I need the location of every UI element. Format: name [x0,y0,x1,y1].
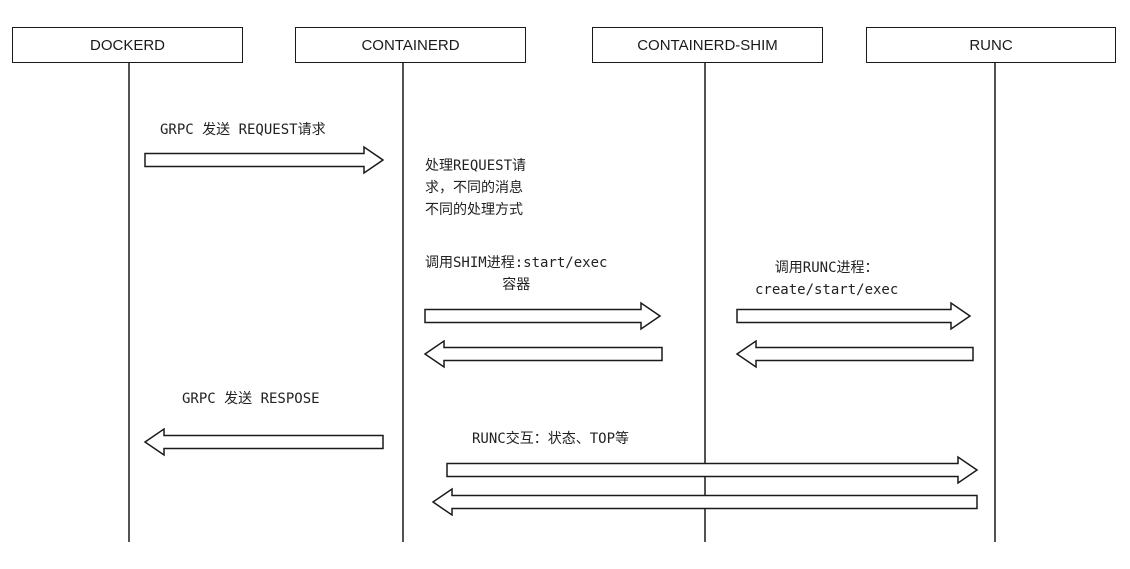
arrow-containerd-to-containerd-shim [424,301,662,331]
message-call-shim: 调用SHIM进程:start/exec 容器 [425,255,608,293]
participant-containerd-shim: CONTAINERD-SHIM [592,27,823,63]
arrow-containerd-shim-to-runc [736,301,972,331]
arrow-containerd-shim-to-containerd [423,339,663,369]
participant-containerd: CONTAINERD [295,27,526,63]
message-runc-interaction: RUNC交互：状态、TOP等 [472,431,630,447]
arrow-runc-to-containerd [431,487,978,517]
arrow-containerd-to-runc [446,455,979,485]
participant-dockerd: DOCKERD [12,27,243,63]
message-handle-request: 处理REQUEST请 求，不同的消息 不同的处理方式 [425,158,527,218]
arrow-runc-to-containerd-shim [735,339,974,369]
arrow-containerd-to-dockerd [143,427,384,457]
message-grpc-request: GRPC 发送 REQUEST请求 [160,122,326,138]
participant-runc: RUNC [866,27,1116,63]
message-grpc-response: GRPC 发送 RESPOSE [182,391,320,407]
arrows-layer [143,145,979,517]
message-call-runc: 调用RUNC进程： create/start/exec [755,260,899,298]
arrow-dockerd-to-containerd [144,145,385,175]
